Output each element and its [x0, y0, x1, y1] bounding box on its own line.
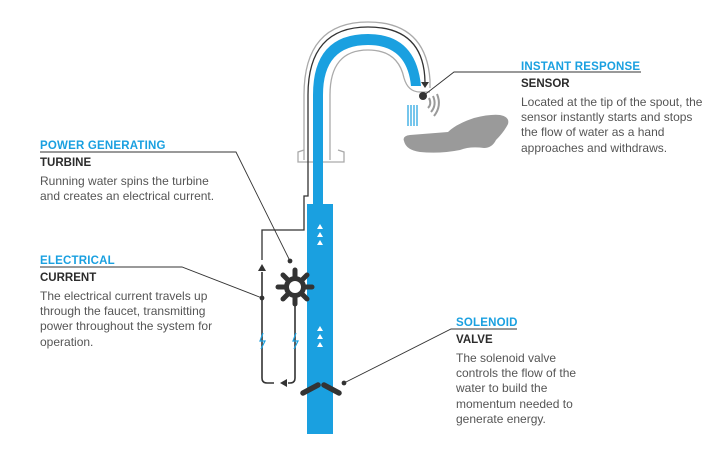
- current-leader-line: [40, 266, 263, 299]
- valve-callout: SOLENOID VALVE The solenoid valve contro…: [456, 316, 586, 427]
- current-description: The electrical current travels up throug…: [40, 289, 213, 349]
- flow-arrows: [317, 224, 323, 347]
- water-channel: [307, 34, 421, 434]
- sensor-waves-icon: [427, 93, 440, 117]
- sensor-kicker: INSTANT RESPONSE: [521, 61, 641, 73]
- lightning-bolt-icon: [259, 332, 299, 350]
- turbine-kicker: POWER GENERATING: [40, 140, 166, 152]
- spout-arrow-icon: [421, 82, 429, 88]
- sensor-callout: INSTANT RESPONSE SENSOR Located at the t…: [521, 60, 711, 156]
- turbine-leader-line: [40, 151, 291, 262]
- valve-icon: [300, 382, 342, 396]
- current-title: CURRENT: [40, 272, 97, 284]
- current-kicker: ELECTRICAL: [40, 255, 115, 267]
- current-left-arrow-icon: [280, 379, 287, 387]
- sensor-leader-line: [422, 71, 520, 97]
- turbine-description: Running water spins the turbine and crea…: [40, 174, 215, 204]
- current-up-arrow-icon: [258, 264, 266, 271]
- water-stream-icon: [407, 105, 418, 126]
- valve-description: The solenoid valve controls the flow of …: [456, 351, 577, 426]
- turbine-callout: POWER GENERATING TURBINE Running water s…: [40, 139, 220, 204]
- valve-kicker: SOLENOID: [456, 317, 518, 329]
- electrical-wire: [261, 26, 426, 260]
- turbine-gear-icon: [275, 267, 315, 307]
- turbine-title: TURBINE: [40, 157, 92, 169]
- current-callout: ELECTRICAL CURRENT The electrical curren…: [40, 254, 220, 350]
- hand-icon: [403, 114, 509, 153]
- valve-title: VALVE: [456, 334, 493, 346]
- valve-leader-line: [343, 328, 517, 384]
- sensor-title: SENSOR: [521, 78, 570, 90]
- current-loop: [261, 272, 296, 384]
- sensor-description: Located at the tip of the spout, the sen…: [521, 95, 703, 155]
